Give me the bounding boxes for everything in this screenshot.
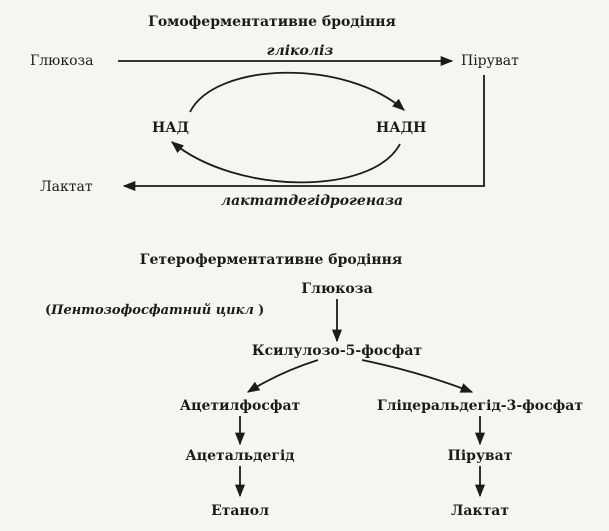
xylulose-to-acetylphosphate-arrow xyxy=(246,359,319,393)
xylulose-to-g3p-arrow xyxy=(361,359,474,393)
nad-to-nadh-arc xyxy=(189,71,405,113)
nadh-label: НАДН xyxy=(376,120,427,136)
acetaldehyde: Ацетальдегід xyxy=(185,448,295,464)
glyceraldehyde-3-phosphate: Гліцеральдегід-3-фосфат xyxy=(376,398,584,414)
acetylphosphate: Ацетилфосфат xyxy=(179,398,301,414)
pentose-phosphate-cycle-label: (Пентозофосфатний цикл ) xyxy=(45,303,265,318)
glycolysis-label: гліколіз xyxy=(266,43,334,59)
hetero-lactate: Лактат xyxy=(451,503,509,519)
homo-glucose: Глюкоза xyxy=(30,53,94,69)
hetero-pyruvate: Піруват xyxy=(447,448,513,464)
pyruvate-to-lactate-arrow xyxy=(122,75,485,192)
ldh-label: лактатдегідрогеназа xyxy=(220,193,404,209)
hetero-glucose: Глюкоза xyxy=(301,281,373,297)
ppp-text: Пентозофосфатний цикл xyxy=(51,303,254,318)
homo-lactate: Лактат xyxy=(40,179,93,195)
homo-title: Гомоферментативне бродіння xyxy=(148,14,396,30)
nad-label: НАД xyxy=(152,120,190,136)
hetero-title: Гетероферментативне бродіння xyxy=(139,252,403,268)
nadh-to-nad-arc xyxy=(171,141,401,184)
ethanol: Етанол xyxy=(211,503,269,519)
xylulose-5-phosphate: Ксилулозо-5-фосфат xyxy=(251,343,423,359)
homo-pyruvate: Піруват xyxy=(461,53,519,69)
